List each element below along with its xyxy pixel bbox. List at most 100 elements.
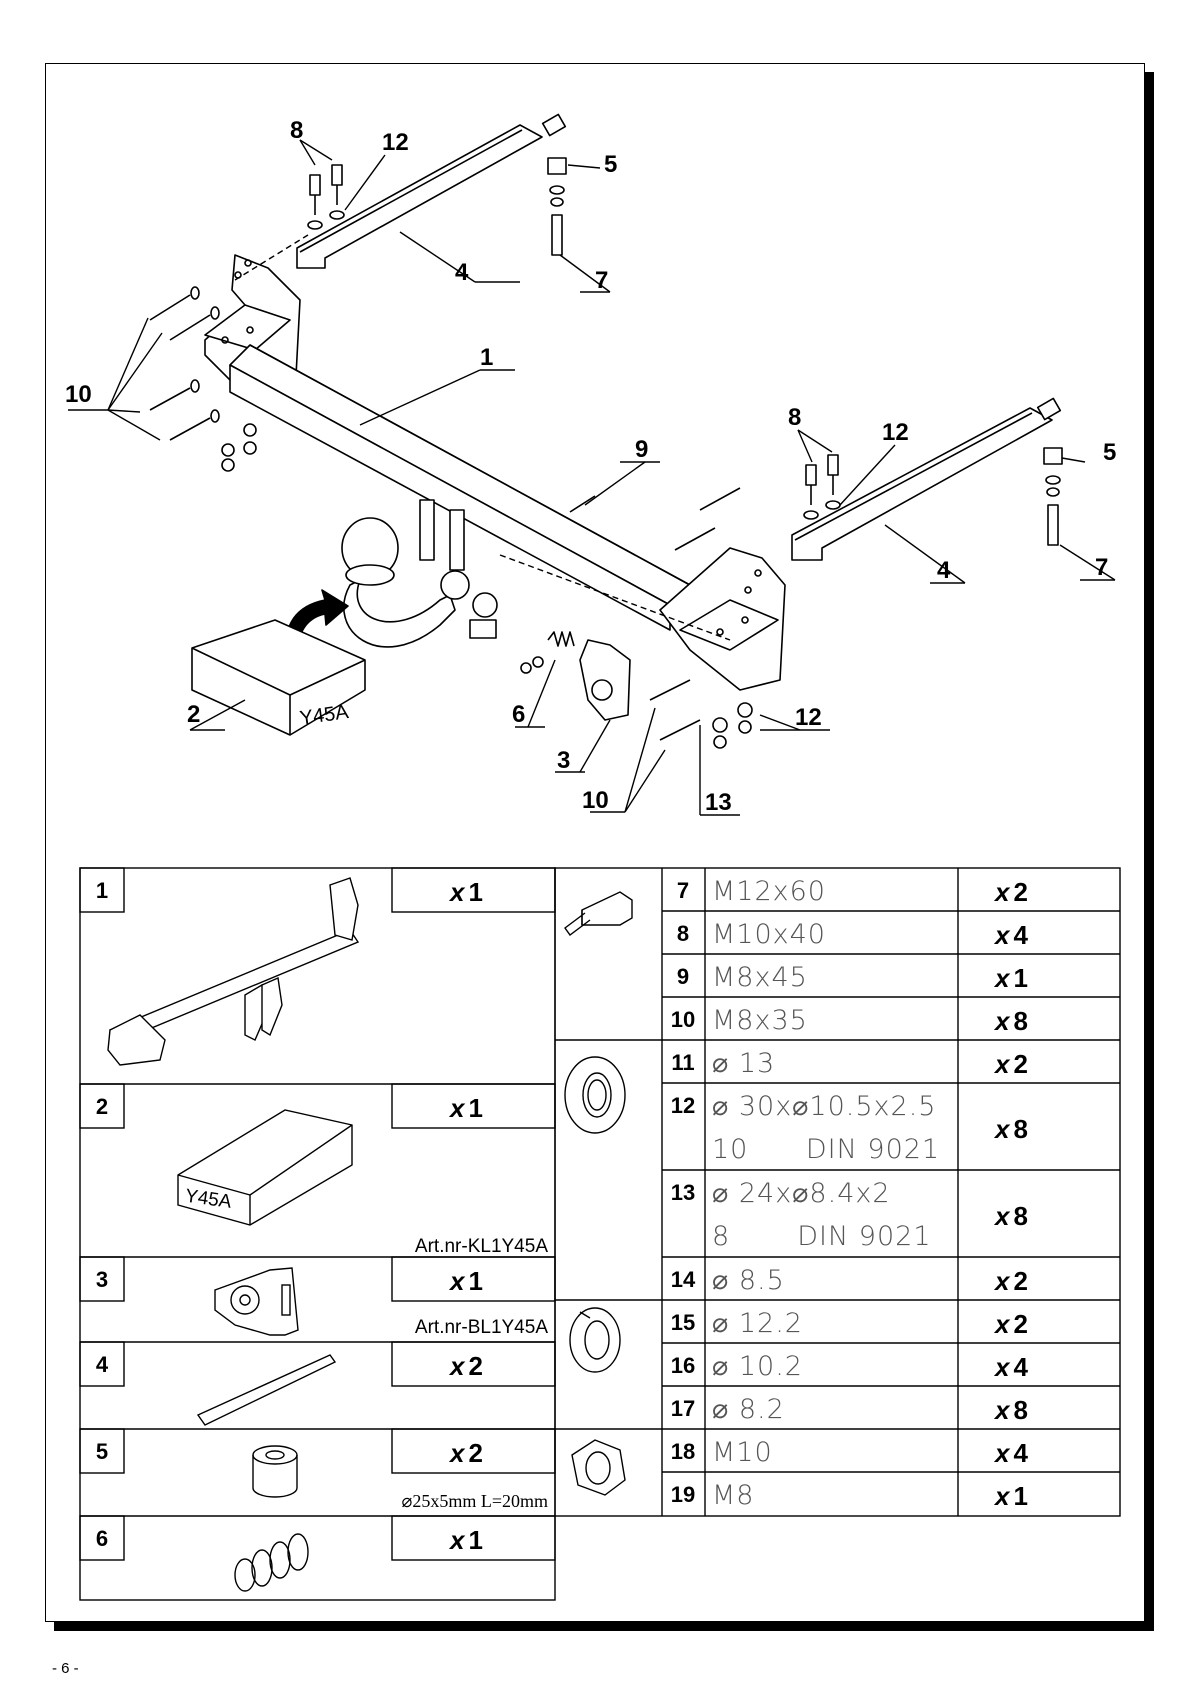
callout-4-left: 4 bbox=[455, 259, 469, 286]
frame-shadow-bottom bbox=[54, 1622, 1154, 1631]
strap-left bbox=[296, 113, 567, 269]
callout-7-left: 7 bbox=[595, 267, 608, 294]
part-spec: ⌀ 24x⌀8.4x2 bbox=[712, 1178, 891, 1209]
left-part-number: 5 bbox=[96, 1439, 108, 1464]
part-spec: M10 bbox=[712, 1437, 773, 1468]
bolts-top-right bbox=[803, 447, 1063, 546]
part-thumbnails bbox=[107, 877, 633, 1592]
right-part-number: 10 bbox=[671, 1007, 695, 1032]
callout-3: 3 bbox=[557, 747, 570, 774]
part-spec: ⌀ 10.2 bbox=[712, 1351, 803, 1382]
page-number: - 6 - bbox=[52, 1660, 79, 1677]
thumb-plate bbox=[214, 1267, 299, 1336]
right-part-number: 16 bbox=[671, 1353, 695, 1378]
right-part-number: 13 bbox=[671, 1180, 695, 1205]
frame-shadow-right bbox=[1145, 72, 1154, 1631]
part-spec: ⌀ 8.5 bbox=[712, 1265, 785, 1296]
left-part-number: 1 bbox=[96, 878, 108, 903]
thumb-crossbar bbox=[107, 877, 360, 1066]
callout-5-left: 5 bbox=[604, 151, 617, 178]
thumb-box bbox=[177, 1109, 353, 1226]
bolts-side-left bbox=[149, 286, 257, 472]
right-part-number: 18 bbox=[671, 1439, 695, 1464]
part-spec-line2: 8 DIN 9021 bbox=[712, 1221, 932, 1252]
thumb-spring-washer bbox=[569, 1307, 621, 1373]
thumb-nut bbox=[571, 1439, 626, 1496]
left-part-number: 3 bbox=[96, 1267, 108, 1292]
callout-5-right: 5 bbox=[1103, 439, 1116, 466]
left-row-cells bbox=[79, 867, 556, 1561]
bracket-right bbox=[659, 547, 786, 691]
spacer-dimensions: ⌀25x5mm L=20mm bbox=[402, 1491, 549, 1511]
socket-plate bbox=[579, 639, 631, 721]
part-spec: ⌀ 13 bbox=[712, 1048, 775, 1079]
callout-10-left: 10 bbox=[65, 381, 92, 408]
callout-12-right: 12 bbox=[882, 419, 909, 446]
part-spec: M8x45 bbox=[712, 962, 808, 993]
part-spec: ⌀ 8.2 bbox=[712, 1394, 785, 1425]
spring bbox=[520, 631, 575, 674]
part-spec: M8x35 bbox=[712, 1005, 808, 1036]
callout-13: 13 bbox=[705, 789, 732, 816]
package-box bbox=[191, 619, 366, 736]
callout-8-left: 8 bbox=[290, 117, 303, 144]
thumb-spring bbox=[234, 1533, 309, 1592]
callout-8-right: 8 bbox=[788, 404, 801, 431]
right-part-number: 17 bbox=[671, 1396, 695, 1421]
right-part-number: 14 bbox=[671, 1267, 696, 1292]
right-part-number: 11 bbox=[671, 1050, 694, 1075]
bolts-side-right bbox=[569, 487, 753, 749]
callout-10-right: 10 bbox=[582, 787, 609, 814]
thumb-bolt bbox=[564, 891, 633, 936]
leader-lines bbox=[68, 139, 1116, 816]
left-part-number: 2 bbox=[96, 1094, 108, 1119]
right-part-number: 8 bbox=[677, 921, 689, 946]
callout-12-bottom: 12 bbox=[795, 704, 822, 731]
right-part-number: 19 bbox=[671, 1482, 695, 1507]
tow-ball bbox=[341, 499, 498, 648]
callout-9: 9 bbox=[635, 436, 648, 463]
right-part-number: 7 bbox=[677, 878, 689, 903]
thumb-spacer bbox=[252, 1445, 298, 1498]
callout-6: 6 bbox=[512, 701, 525, 728]
part-spec: M12x60 bbox=[712, 876, 826, 907]
right-part-number: 9 bbox=[677, 964, 689, 989]
part-spec-line2: 10 DIN 9021 bbox=[712, 1134, 940, 1165]
callout-1: 1 bbox=[480, 344, 493, 371]
callout-7-right: 7 bbox=[1095, 554, 1108, 581]
callout-2: 2 bbox=[187, 701, 200, 728]
article-number: Art.nr-BL1Y45A bbox=[415, 1317, 548, 1338]
right-part-number: 12 bbox=[671, 1093, 695, 1118]
part-spec: ⌀ 30x⌀10.5x2.5 bbox=[712, 1091, 936, 1122]
part-spec: M10x40 bbox=[712, 919, 826, 950]
part-spec: ⌀ 12.2 bbox=[712, 1308, 803, 1339]
left-part-number: 6 bbox=[96, 1526, 108, 1551]
crossbar bbox=[229, 344, 691, 631]
parts-table bbox=[79, 867, 1121, 1601]
strap-right bbox=[791, 397, 1062, 561]
part-spec: M8 bbox=[712, 1480, 754, 1511]
bolts-top-left bbox=[307, 157, 567, 256]
callout-4-right: 4 bbox=[937, 557, 951, 584]
left-part-number: 4 bbox=[96, 1352, 109, 1377]
